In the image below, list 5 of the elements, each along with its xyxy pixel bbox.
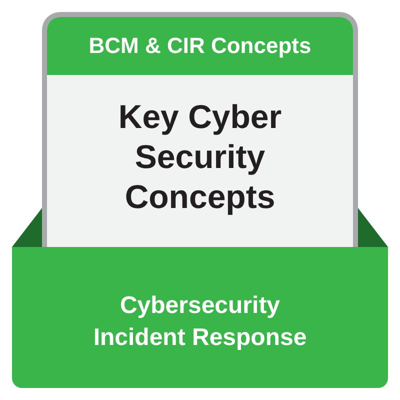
concept-card [42,12,358,247]
tray-front [12,247,388,388]
card-title: Key Cyber Security Concepts [117,97,283,217]
card-heading: BCM & CIR Concepts [47,17,353,75]
tray-label: Cybersecurity Incident Response [92,290,308,352]
